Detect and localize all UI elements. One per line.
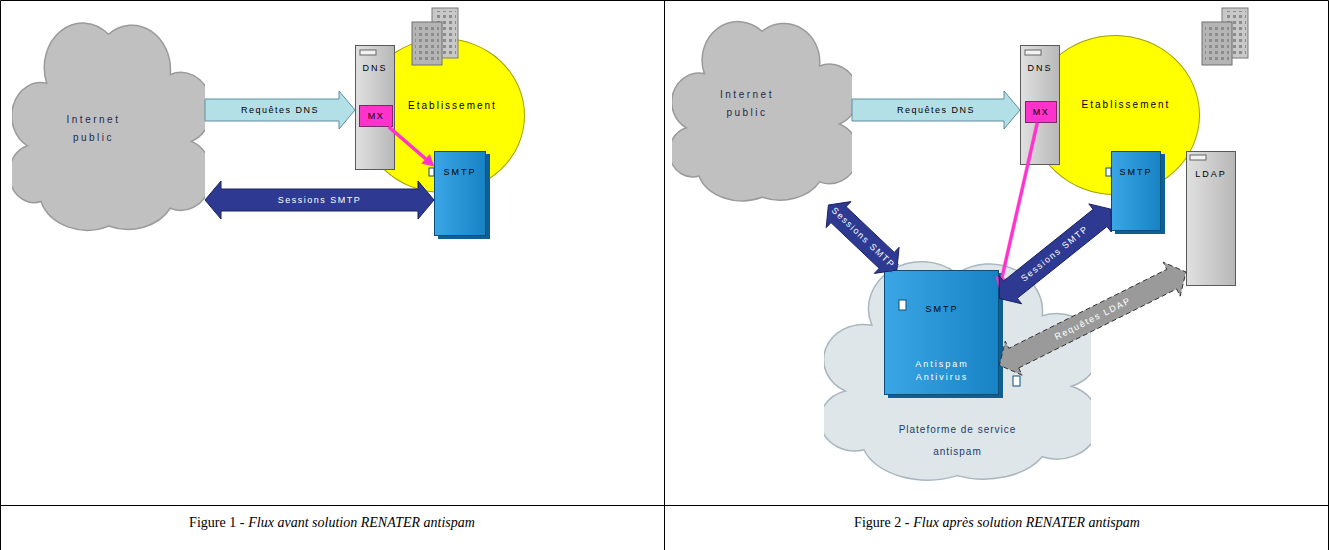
caption-text: Flux avant solution RENATER antispam: [248, 514, 475, 532]
dns-server: DNS MX: [355, 45, 395, 170]
smtp-server: SMTP: [434, 151, 486, 236]
node-label: Etablissement: [408, 99, 497, 113]
caption-text: Figure 1 -: [189, 514, 244, 532]
node-label: Internet public: [707, 86, 787, 122]
dns-query-arrow: [205, 91, 355, 129]
smtp-session-arrow: [999, 204, 1111, 304]
internet-cloud: Internet public: [12, 12, 205, 235]
mx-record: MX: [359, 105, 393, 127]
cloud-outline: [824, 262, 1090, 480]
node-label: SMTP: [443, 166, 476, 178]
node-label: DNS: [362, 62, 387, 74]
mx-pointer-arrow: [388, 126, 434, 166]
caption-text: Figure 2 -: [854, 514, 909, 532]
cloud-outline: [672, 22, 852, 201]
node-label: SMTP: [1119, 166, 1152, 178]
antispam-smtp-server: SMTP Antispam Antivirus: [884, 270, 999, 395]
antispam-platform-cloud: Plateforme de service antispam SMTP Antisp…: [824, 250, 1090, 485]
box-tab: [1013, 376, 1020, 386]
node-label: Plateforme de service antispam: [875, 419, 1040, 463]
box-tab: [899, 300, 906, 310]
mx-record: MX: [1025, 101, 1057, 123]
edge-label: Sessions SMTP: [276, 195, 364, 206]
building-icon: [412, 8, 458, 65]
smtp-session-arrow: [826, 202, 899, 274]
edge-label: Requêtes DNS: [895, 105, 977, 116]
node-label: MX: [368, 110, 385, 122]
box-tab: [1106, 168, 1111, 176]
server-slot: [1190, 155, 1206, 160]
building-icon: [1202, 8, 1248, 65]
smtp-server: SMTP: [1111, 151, 1161, 231]
node-label: Antispam Antivirus: [902, 358, 982, 384]
edge-label: Sessions SMTP: [1018, 222, 1093, 285]
node-label: LDAP: [1195, 168, 1227, 180]
internet-cloud: Internet public: [672, 12, 852, 205]
edge-label: Requêtes DNS: [239, 105, 321, 116]
edge-label: Sessions SMTP: [827, 203, 898, 271]
dns-server: DNS MX: [1020, 45, 1060, 165]
node-label: Etablissement: [1082, 98, 1171, 112]
dns-query-arrow: [852, 91, 1020, 129]
smtp-session-arrow: [205, 181, 434, 219]
node-label: MX: [1033, 106, 1050, 118]
server-slot: [1025, 50, 1041, 55]
node-label: SMTP: [925, 303, 958, 316]
server-slot: [360, 50, 376, 55]
caption-text: Flux après solution RENATER antispam: [913, 514, 1140, 532]
node-label: DNS: [1027, 62, 1052, 74]
figure-caption: Figure 2 -Flux après solution RENATER an…: [697, 514, 1297, 532]
cloud-outline: [12, 23, 205, 230]
edge-label: Requêtes LDAP: [1051, 294, 1135, 343]
node-label: Internet public: [54, 111, 134, 147]
box-tab: [429, 168, 434, 176]
figure-caption: Figure 1 -Flux avant solution RENATER an…: [32, 514, 632, 532]
ldap-server: LDAP: [1186, 151, 1236, 286]
